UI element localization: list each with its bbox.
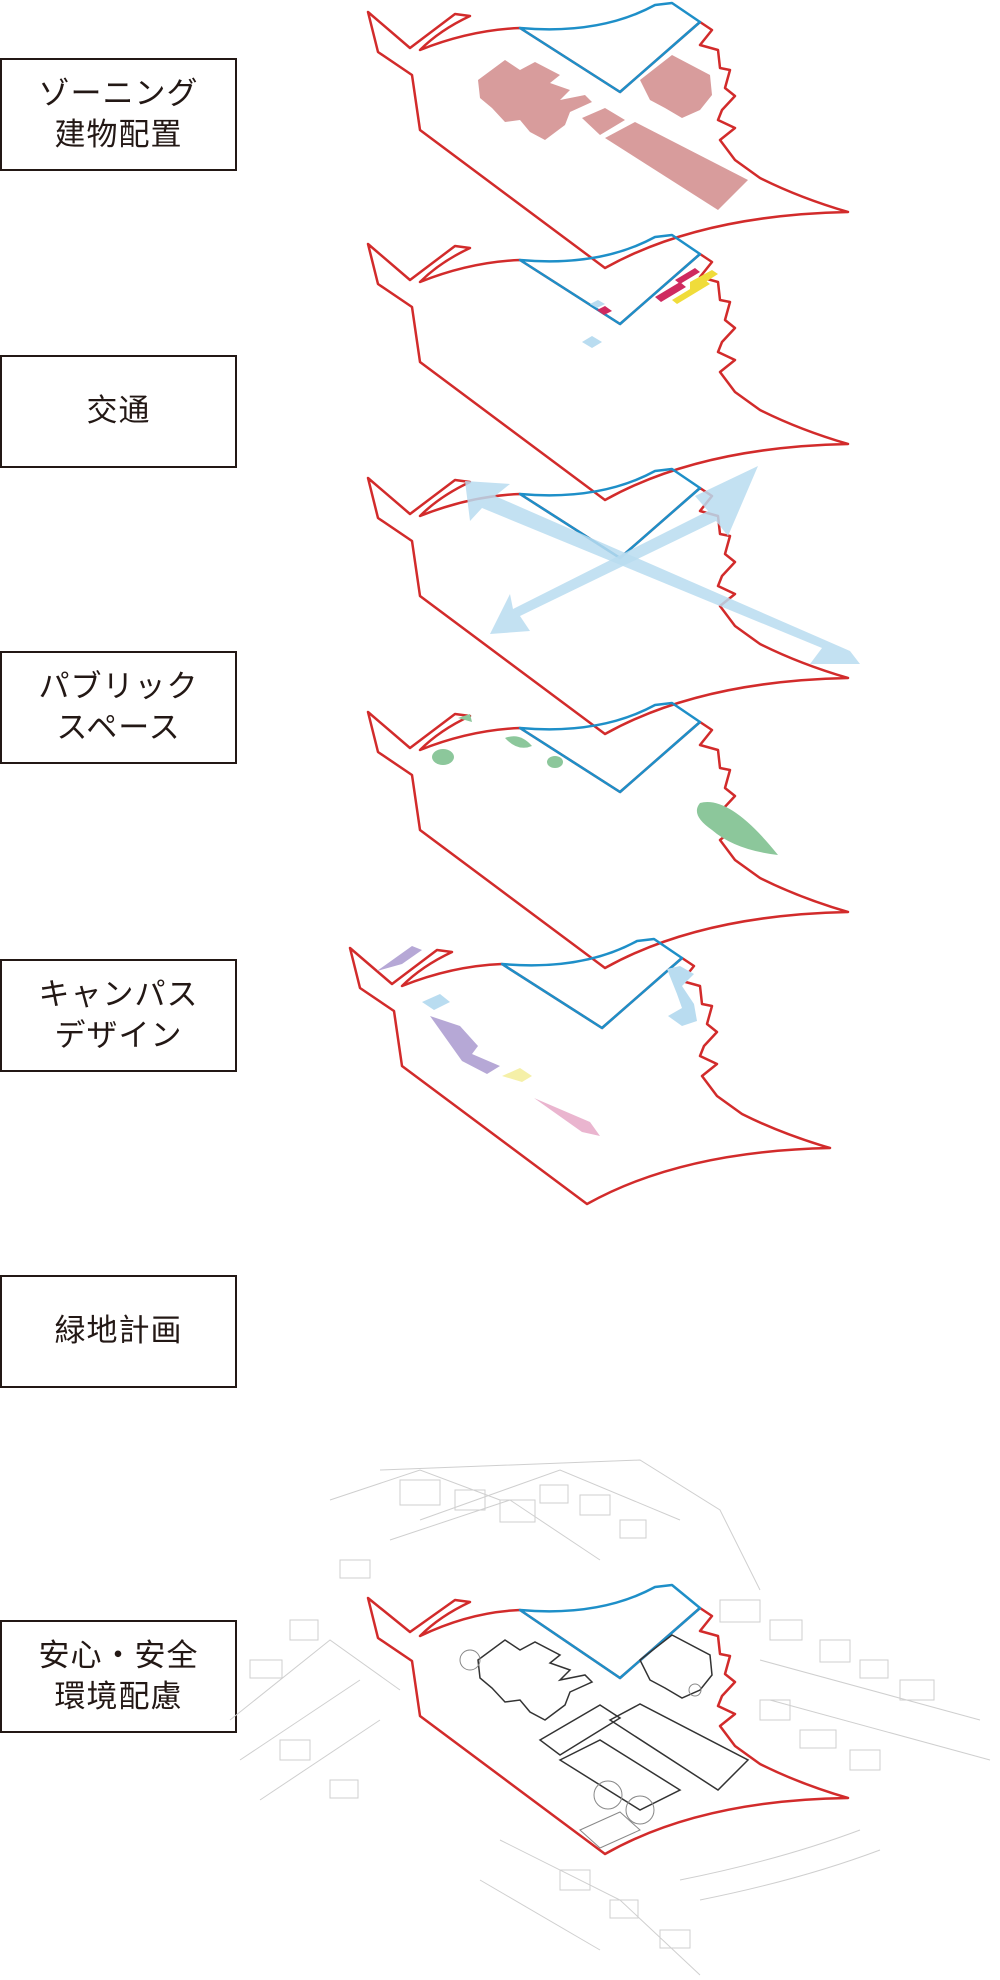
label-line: 建物配置 (54, 116, 183, 153)
panel-label-green-plan: 緑地計画 (0, 1275, 237, 1388)
public-space-arrows-diagram (366, 466, 860, 736)
label-line: 緑地計画 (54, 1313, 183, 1349)
label-line: デザイン (54, 1017, 183, 1054)
panel-label-zoning: ゾーニング 建物配置 (0, 58, 237, 171)
label-line: キャンパス (38, 976, 199, 1013)
label-line: 環境配慮 (54, 1678, 183, 1715)
zoning-buildings-diagram (366, 1, 850, 270)
label-line: パブリック (38, 668, 199, 705)
label-line: ゾーニング (38, 75, 199, 112)
panel-label-safety: 安心・安全 環境配慮 (0, 1620, 237, 1733)
traffic-diagram (366, 233, 850, 502)
panel-label-public-space: パブリック スペース (0, 651, 237, 764)
campus-design-diagram (366, 701, 850, 970)
label-line: 安心・安全 (38, 1637, 199, 1674)
label-line: スペース (56, 709, 181, 746)
site-plan-diagram (229, 1459, 991, 1976)
panel-label-traffic: 交通 (0, 355, 237, 468)
panel-label-campus-design: キャンパス デザイン (0, 959, 237, 1072)
green-plan-diagram (348, 937, 832, 1206)
label-line: 交通 (86, 393, 151, 429)
